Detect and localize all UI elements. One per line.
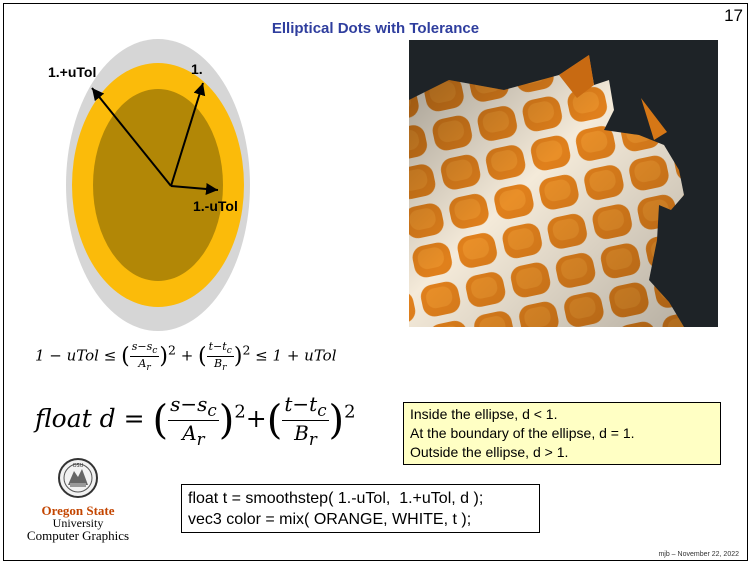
rendered-giraffe-image bbox=[409, 40, 718, 327]
code-line: vec3 color = mix( ORANGE, WHITE, t ); bbox=[188, 511, 472, 528]
boundary-label: 1. bbox=[191, 61, 203, 77]
slide-frame bbox=[3, 3, 748, 561]
svg-text:OSU: OSU bbox=[73, 463, 84, 469]
slide-title: Elliptical Dots with Tolerance bbox=[271, 20, 480, 37]
shader-code-box: float t = smoothstep( 1.-uTol, 1.+uTol, … bbox=[181, 484, 540, 533]
logo-name: Oregon State bbox=[41, 503, 115, 518]
slide-footer: mjb – November 22, 2022 bbox=[658, 551, 739, 558]
arrow-inner bbox=[170, 183, 219, 195]
inner-ellipse bbox=[93, 89, 223, 281]
callout-line: Outside the ellipse, d > 1. bbox=[410, 444, 569, 460]
osu-seal-icon: OSU bbox=[58, 458, 98, 498]
outer-tolerance-label: 1.+uTol bbox=[48, 64, 97, 80]
logo-department: Computer Graphics bbox=[26, 528, 130, 543]
inner-tolerance-label: 1.-uTol bbox=[193, 198, 238, 214]
code-line: float t = smoothstep( 1.-uTol, 1.+uTol, … bbox=[188, 490, 484, 507]
ellipse-tolerance-diagram bbox=[66, 39, 250, 331]
osu-logo: OSU Oregon State University Computer Gra… bbox=[18, 457, 138, 543]
callout-line: At the boundary of the ellipse, d = 1. bbox=[410, 425, 635, 441]
ellipse-rule-callout: Inside the ellipse, d < 1. At the bounda… bbox=[403, 402, 721, 465]
arrow-middle bbox=[170, 82, 206, 187]
logo-university: University bbox=[52, 516, 104, 530]
callout-line: Inside the ellipse, d < 1. bbox=[410, 406, 558, 422]
arrow-outer bbox=[91, 87, 172, 187]
slide-number: 17 bbox=[724, 6, 743, 25]
